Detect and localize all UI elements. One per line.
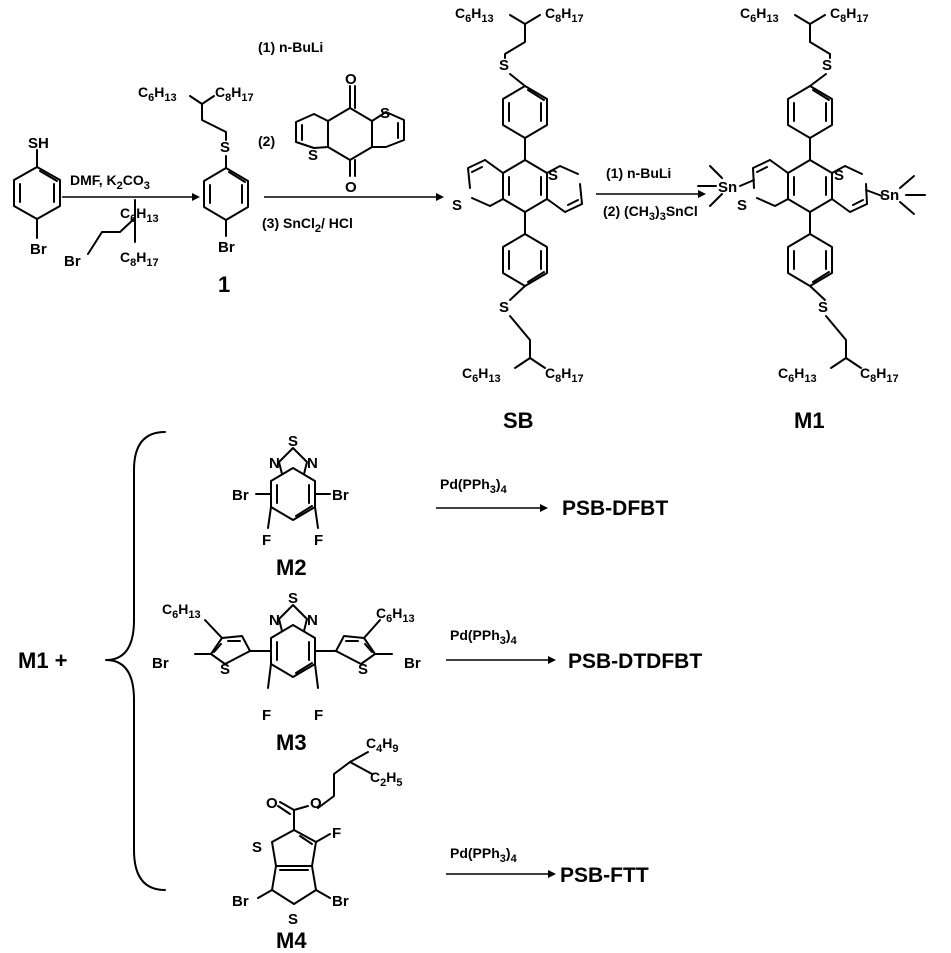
m3-n-left: N [269, 612, 280, 629]
step3-cond-2: (2) (CH3)3SnCl [603, 203, 698, 223]
monomer-m2-label: M2 [276, 555, 307, 580]
step2-cond-1: (1) n-BuLi [258, 39, 323, 55]
sb-bottom-hexyl: C6H13 [462, 365, 501, 385]
polymer-arrowhead-1 [540, 504, 548, 512]
m4-ethyl: C2H5 [370, 769, 403, 789]
m3-hexyl-left: C6H13 [162, 601, 201, 621]
sb-bottom-sulfur: S [499, 299, 509, 316]
m2-sulfur: S [288, 433, 298, 450]
m4-ester-o: O [310, 795, 322, 812]
monomer-m4-label: M4 [276, 928, 307, 953]
step1-solvent-text: DMF, K2CO3 [70, 172, 150, 192]
m4-br-right: Br [332, 893, 349, 910]
m1-tin-right: Sn [880, 187, 899, 204]
bromo-label: Br [30, 241, 47, 258]
compound-m1-label: M1 [794, 408, 825, 433]
sb-thiophene-sulfur-left: S [452, 197, 462, 214]
catalyst-1: Pd(PPh3)4 [440, 476, 508, 496]
sb-bottom-octyl: C8H17 [545, 365, 584, 385]
m3-f-right: F [314, 707, 323, 724]
m4-br-left: Br [232, 893, 249, 910]
compound-sb: C6H13 C8H17 S S S S C6H13 C8H17 [452, 5, 584, 433]
4-bromothiophenol: SH Br [13, 135, 61, 258]
step2-conditions: (1) n-BuLi (2) (3) SnCl2/ HCl O O S S [258, 39, 444, 235]
m1-bottom-sulfur: S [818, 299, 828, 316]
step3-cond-1: (1) n-BuLi [606, 165, 671, 181]
c1-sulfur-label: S [220, 139, 230, 156]
quinone-sulfur-right: S [380, 105, 390, 122]
reagent-hexyl: C6H13 [120, 205, 159, 225]
compound-m1: C6H13 C8H17 S S Sn S Sn [697, 5, 926, 433]
m2-br-right: Br [332, 487, 349, 504]
step3-conditions: (1) n-BuLi (2) (CH3)3SnCl [596, 165, 706, 223]
m3-hexyl-right: C6H13 [376, 605, 415, 625]
catalyst-3: Pd(PPh3)4 [450, 845, 518, 865]
m2-f-right: F [314, 532, 323, 549]
sb-top-octyl: C8H17 [545, 5, 584, 25]
quinone-oxygen-bottom: O [345, 179, 357, 196]
m3-br-left: Br [152, 655, 169, 672]
m4-thieno-s-bottom: S [288, 911, 298, 928]
m3-br-right: Br [404, 655, 421, 672]
m1-thiophene-sulfur-left: S [737, 197, 747, 214]
m1-bottom-octyl: C8H17 [860, 365, 899, 385]
product-psb-dfbt: PSB-DFBT [562, 497, 668, 520]
m4-thieno-s-top: S [252, 839, 262, 856]
compound-sb-label: SB [503, 408, 534, 433]
m4-butyl: C4H9 [366, 735, 399, 755]
compound-1: C6H13 C8H17 S Br 1 [138, 84, 254, 297]
m2-f-left: F [262, 532, 271, 549]
sb-top-hexyl: C6H13 [455, 5, 494, 25]
polymer-arrowhead-2 [548, 656, 556, 664]
m3-sulfur: S [288, 590, 298, 607]
sb-top-sulfur: S [499, 57, 509, 74]
m1-top-sulfur: S [822, 57, 832, 74]
step3-arrowhead [698, 190, 706, 198]
m4-carbonyl-o: O [266, 795, 278, 812]
catalyst-2: Pd(PPh3)4 [450, 627, 518, 647]
m2-n-left: N [269, 455, 280, 472]
compound-1-label: 1 [218, 272, 230, 297]
m1-tin-left: Sn [718, 179, 737, 196]
m1-top-octyl: C8H17 [830, 5, 869, 25]
step1-arrowhead [192, 193, 200, 201]
curly-brace [105, 431, 166, 891]
m3-thiophene-s-left: S [220, 661, 230, 678]
m3-f-left: F [262, 707, 271, 724]
product-psb-dtdfbt: PSB-DTDFBT [568, 650, 702, 673]
step2-cond-2: (2) [258, 133, 275, 149]
sb-thiophene-sulfur-right: S [548, 167, 558, 184]
m1-top-hexyl: C6H13 [740, 5, 779, 25]
step1-conditions: DMF, K2CO3 Br C6H13 C8H17 [62, 172, 200, 270]
m1-thiophene-sulfur-right: S [834, 167, 844, 184]
step2-cond-3: (3) SnCl2/ HCl [262, 215, 353, 235]
monomer-m3: N N S F F S Br C6H13 S Br C6H13 M3 [152, 590, 421, 755]
m2-br-left: Br [232, 487, 249, 504]
reagent-bromo-label: Br [64, 253, 81, 270]
step2-arrowhead [436, 193, 444, 201]
c1-bromo-label: Br [218, 239, 235, 256]
c1-hexyl: C6H13 [138, 84, 177, 104]
monomer-m4: C4H9 C2H5 O O F S S Br Br M4 [232, 735, 403, 953]
m3-thiophene-s-right: S [358, 661, 368, 678]
m3-n-right: N [307, 612, 318, 629]
m2-n-right: N [307, 455, 318, 472]
c1-octyl: C8H17 [215, 84, 254, 104]
polymer-arrowhead-3 [548, 870, 556, 878]
monomer-m2: N N S Br Br F F M2 [232, 433, 349, 580]
m4-fluoro: F [332, 825, 341, 842]
monomer-m3-label: M3 [276, 730, 307, 755]
m1-plus-label: M1 + [18, 648, 68, 673]
thiol-label: SH [28, 135, 49, 152]
reagent-octyl: C8H17 [120, 249, 159, 269]
bdt-quinone: O O S S [295, 71, 405, 196]
quinone-sulfur-left: S [308, 147, 318, 164]
m1-bottom-hexyl: C6H13 [778, 365, 817, 385]
product-psb-ftt: PSB-FTT [560, 864, 649, 887]
quinone-oxygen-top: O [345, 71, 357, 88]
